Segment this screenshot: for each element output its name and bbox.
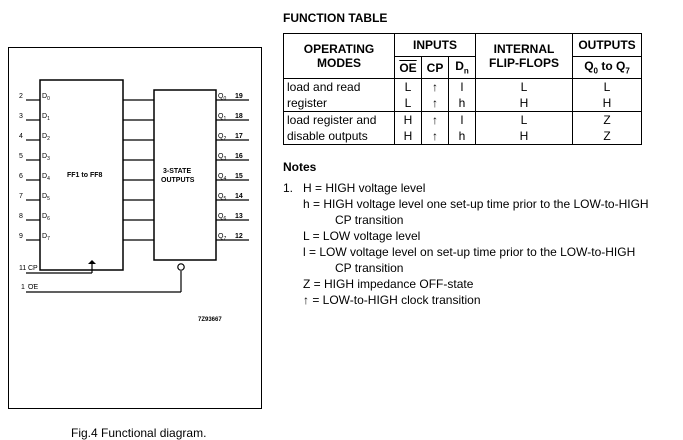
pin-label: Q2 (218, 133, 226, 142)
pin-label: D7 (42, 233, 50, 242)
output-pin-number: 12 (235, 233, 243, 240)
three-state-output-block (153, 89, 217, 261)
header-oe: OE (394, 56, 422, 79)
pin-label: Q7 (218, 233, 226, 242)
output-pin-number: 18 (235, 113, 243, 120)
output-pin-number: 14 (235, 193, 243, 200)
note-line: CP transition (335, 261, 404, 275)
note-line: l = LOW voltage level on set-up time pri… (303, 245, 636, 259)
output-pin-number: 15 (235, 173, 243, 180)
notes-title: Notes (283, 160, 317, 174)
pin-label: Q1 (218, 113, 226, 122)
note-line: h = HIGH voltage level one set-up time p… (303, 197, 649, 211)
header-inputs: INPUTS (394, 33, 476, 57)
cp-pin-name: CP (28, 265, 38, 272)
note-line: Z = HIGH impedance OFF-state (303, 277, 474, 291)
cp-cell: ↑↑ (421, 78, 449, 112)
header-internal-flip-flops: INTERNAL FLIP-FLOPS (475, 33, 573, 79)
note-line: L = LOW voltage level (303, 229, 421, 243)
note-number: 1. (283, 181, 294, 195)
figure-code: 7Z93667 (198, 317, 222, 323)
pin-label: Q6 (218, 213, 226, 222)
input-pin-number: 9 (19, 233, 23, 240)
input-pin-number: 2 (19, 93, 23, 100)
pin-label: Q4 (218, 173, 226, 182)
pin-label: Q3 (218, 153, 226, 162)
output-pin-number: 13 (235, 213, 243, 220)
note-line: ↑ = LOW-to-HIGH clock transition (303, 293, 481, 307)
function-table-title: FUNCTION TABLE (283, 11, 388, 25)
input-pin-number: 4 (19, 133, 23, 140)
input-pin-number: 6 (19, 173, 23, 180)
figure-caption: Fig.4 Functional diagram. (71, 426, 207, 440)
output-pin-number: 16 (235, 153, 243, 160)
cp-pin-number: 11 (19, 265, 26, 272)
output-block-label-1: 3-STATE (163, 168, 191, 175)
pin-label: D6 (42, 213, 50, 222)
header-outputs: OUTPUTS (572, 33, 642, 57)
pin-label: D4 (42, 173, 50, 182)
output-block-label-2: OUTPUTS (161, 177, 195, 184)
flip-flop-block (39, 79, 124, 271)
oe-inverter-bubble (177, 263, 185, 271)
input-pin-number: 7 (19, 193, 23, 200)
note-line: H = HIGH voltage level (303, 181, 426, 195)
header-cp: CP (421, 56, 449, 79)
pin-label: D3 (42, 153, 50, 162)
header-q0-to-q7: Q0 to Q7 (572, 56, 642, 79)
cp-cell: ↑↑ (421, 111, 449, 145)
input-pin-number: 8 (19, 213, 23, 220)
header-dn: Dn (448, 56, 476, 79)
ff-block-label: FF1 to FF8 (67, 172, 102, 179)
oe-pin-number: 1 (21, 284, 25, 291)
oe-pin-name: OE (28, 284, 38, 291)
header-operating-modes: OPERATING MODES (283, 33, 395, 79)
input-pin-number: 3 (19, 113, 23, 120)
pin-label: D5 (42, 193, 50, 202)
functional-diagram: FF1 to FF8 3-STATE OUTPUTS 2 D0 3 D1 4 D2 5 D3 6… (19, 79, 249, 323)
pin-label: D0 (42, 93, 50, 102)
pin-label: Q5 (218, 193, 226, 202)
output-pin-number: 17 (235, 133, 243, 140)
pin-label: D1 (42, 113, 50, 122)
pin-label: D2 (42, 133, 50, 142)
pin-label: Q0 (218, 93, 226, 102)
function-table: OPERATING MODES INPUTS INTERNAL FLIP-FLO… (283, 33, 642, 145)
functional-diagram-figure: FF1 to FF8 3-STATE OUTPUTS 2 D0 3 D1 4 D2 5 D3 6… (8, 47, 262, 440)
input-pin-number: 5 (19, 153, 23, 160)
note-line: CP transition (335, 213, 404, 227)
output-pin-number: 19 (235, 93, 243, 100)
cp-arrow (88, 260, 96, 264)
